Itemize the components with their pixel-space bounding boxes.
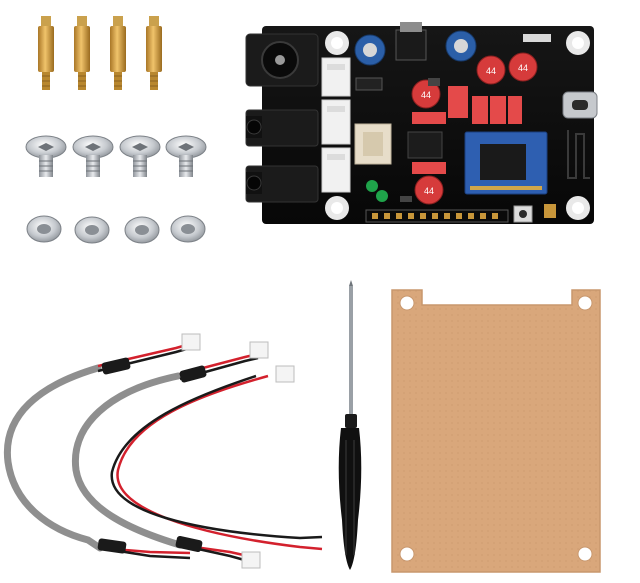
jst-plug — [249, 341, 269, 359]
board-connector — [321, 147, 351, 193]
film-capacitor — [472, 96, 488, 124]
cable-sheath — [71, 372, 184, 549]
capacitor-red: 44 — [414, 175, 444, 205]
hex-nut — [26, 215, 62, 243]
mounting-hole — [325, 31, 349, 55]
film-capacitor — [412, 112, 446, 124]
audio-jack — [245, 109, 319, 147]
screw — [119, 135, 161, 177]
cable-wire-black — [110, 374, 323, 540]
capacitor-red: 44 — [411, 79, 441, 109]
board-connector — [321, 99, 351, 145]
mounting-hole — [399, 546, 415, 562]
screwdriver — [338, 280, 362, 570]
brass-standoff — [146, 16, 162, 90]
capacitor-marking: 44 — [424, 186, 434, 196]
push-button — [513, 205, 533, 223]
heatshrink — [175, 535, 203, 553]
heatshrink — [179, 365, 207, 383]
screw-group — [25, 135, 207, 177]
audio-jack — [245, 165, 319, 203]
capacitor-marking: 44 — [421, 90, 431, 100]
hex-nut — [74, 216, 110, 244]
hex-nut — [170, 215, 206, 243]
cable-sheath — [3, 364, 104, 552]
capacitor-blue — [354, 34, 386, 66]
voltage-regulator — [395, 22, 427, 61]
brass-standoff — [110, 16, 126, 90]
mounting-hole — [577, 295, 593, 311]
mounting-hole — [566, 31, 590, 55]
amplifier-chip — [407, 131, 443, 159]
capacitor-marking: 44 — [486, 66, 496, 76]
bluetooth-module — [464, 131, 548, 195]
antenna-trace — [567, 130, 590, 179]
mounting-hole — [577, 546, 593, 562]
mounting-hole — [325, 196, 349, 220]
capacitor-red: 44 — [508, 52, 538, 82]
resistor — [355, 77, 383, 91]
film-capacitor — [490, 96, 506, 124]
dc-power-jack — [245, 33, 319, 87]
jst-plug — [241, 551, 261, 569]
heatshrink — [101, 357, 131, 375]
jst-plug — [275, 365, 295, 383]
hex-nut — [124, 216, 160, 244]
mounting-hole — [399, 295, 415, 311]
resistor — [400, 196, 412, 202]
screw — [72, 135, 114, 177]
antenna-connector — [544, 204, 556, 218]
screw — [25, 135, 67, 177]
cable-assembly — [3, 333, 323, 569]
led-indicator — [376, 190, 388, 202]
screw — [165, 135, 207, 177]
usb-c-port — [562, 91, 598, 119]
acrylic-base-plate — [391, 289, 601, 573]
resistor — [428, 78, 440, 86]
film-capacitor — [508, 96, 522, 124]
pcb-board: 44 44 44 44 — [245, 22, 598, 224]
capacitor-red: 44 — [476, 55, 506, 85]
jst-plug — [181, 333, 201, 351]
brass-standoff — [38, 16, 54, 90]
film-capacitor — [448, 86, 468, 118]
film-capacitor — [412, 162, 446, 174]
board-connector — [321, 57, 351, 97]
capacitor-marking: 44 — [518, 63, 528, 73]
brass-standoff — [74, 16, 90, 90]
heatshrink — [97, 538, 127, 554]
resistor — [523, 34, 551, 42]
capacitor-blue — [445, 30, 477, 62]
cable-wire-red — [116, 374, 323, 551]
nut-group — [26, 215, 206, 244]
pin-header — [365, 209, 509, 223]
led-indicator — [366, 180, 378, 192]
standoff-group — [38, 16, 162, 90]
slide-switch — [354, 123, 392, 165]
mounting-hole — [566, 196, 590, 220]
